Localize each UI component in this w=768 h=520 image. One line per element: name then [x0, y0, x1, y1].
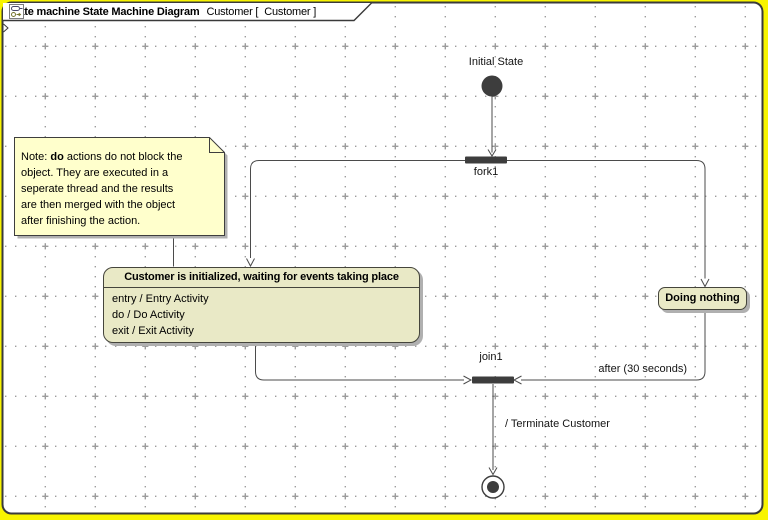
- initial-state-label: Initial State: [468, 56, 524, 68]
- arrowhead-into-fork: [487, 149, 497, 157]
- join-label: join1: [479, 351, 503, 363]
- transition-main-state-to-join[interactable]: [255, 344, 465, 381]
- terminate-effect-label: / Terminate Customer: [505, 418, 610, 430]
- note[interactable]: Note: do actions do not block the object…: [14, 137, 228, 239]
- arrowhead-into-join-left: [463, 375, 473, 385]
- note-line: after finishing the action.: [21, 215, 141, 227]
- diagram-context-open: Customer [: [206, 5, 259, 18]
- note-line: are then merged with the object: [21, 199, 176, 211]
- grid-background: [4, 4, 761, 512]
- diagram-context-close: Customer ]: [264, 5, 317, 18]
- arrowhead-into-doing-nothing: [700, 278, 710, 288]
- after-event-label: after (30 seconds): [598, 363, 687, 375]
- note-line: object. They are executed in a: [21, 167, 169, 179]
- frame-tab-squiggle: [3, 23, 9, 33]
- main-state-activities: entry / Entry Activity do / Do Activity …: [104, 288, 419, 339]
- diagram-frame-tab[interactable]: [3, 2, 372, 33]
- transitions-layer: [173, 96, 710, 476]
- transition-fork-to-main-state[interactable]: [250, 160, 466, 259]
- initial-state-node[interactable]: [481, 75, 503, 97]
- note-shape: [14, 137, 228, 239]
- fork-label: fork1: [473, 166, 499, 178]
- main-state[interactable]: Customer is initialized, waiting for eve…: [103, 267, 420, 343]
- arrowhead-into-main-state: [246, 258, 255, 268]
- state-activity-entry: entry / Entry Activity: [112, 293, 209, 305]
- fork-bar[interactable]: [465, 156, 507, 164]
- transition-doing-nothing-to-join[interactable]: [521, 311, 706, 381]
- transition-fork-to-doing-nothing[interactable]: [507, 160, 706, 279]
- note-line: Note: do actions do not block the: [21, 151, 183, 163]
- main-state-title: Customer is initialized, waiting for eve…: [104, 268, 419, 288]
- join-bar[interactable]: [472, 376, 514, 384]
- diagram-tab-title: state machine State Machine Diagram Cust…: [9, 4, 316, 19]
- state-activity-exit: exit / Exit Activity: [112, 325, 194, 337]
- note-text: Note: do actions do not block the object…: [21, 149, 182, 229]
- final-state-node[interactable]: [481, 475, 505, 499]
- note-line: seperate thread and the results: [21, 183, 174, 195]
- arrowhead-into-final: [488, 467, 498, 476]
- diagram-kind-label: state machine State Machine Diagram: [9, 5, 200, 18]
- doing-nothing-state[interactable]: Doing nothing: [658, 287, 747, 310]
- state-activity-do: do / Do Activity: [112, 309, 185, 321]
